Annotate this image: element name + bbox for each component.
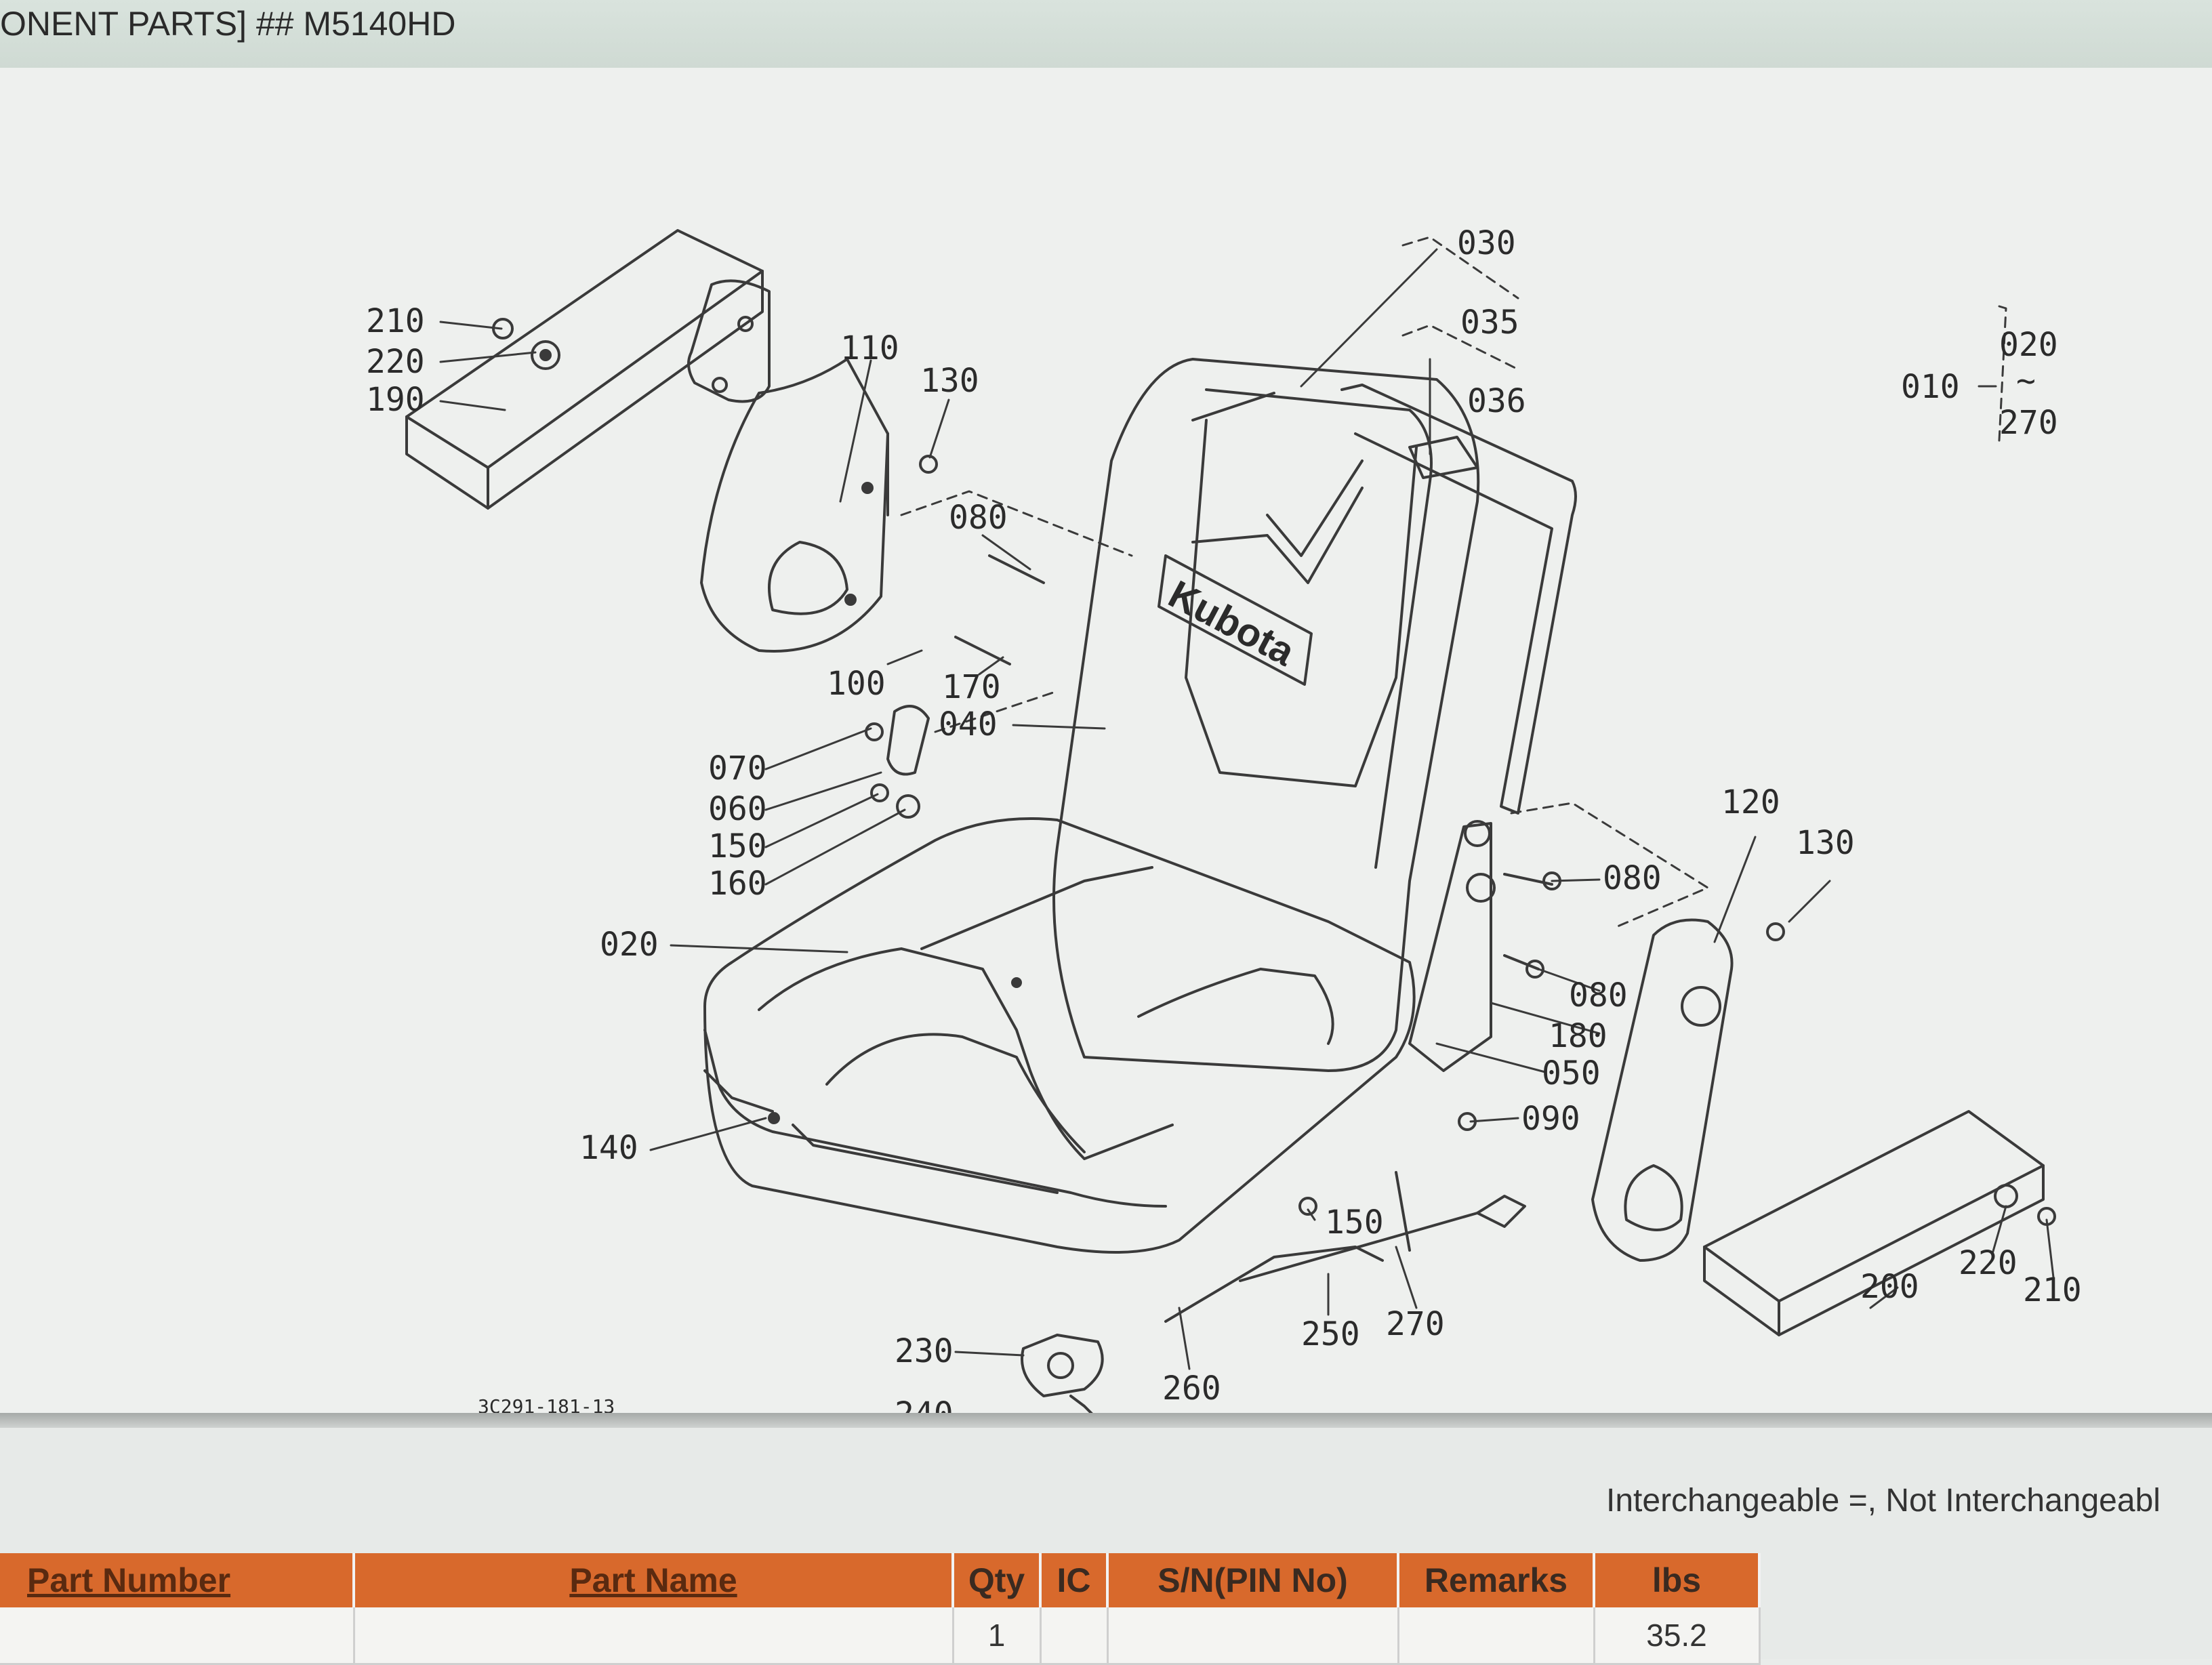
- left-side-bracket: [700, 358, 889, 653]
- fasteners: [492, 318, 2056, 1226]
- callout-260: 260: [1162, 1370, 1221, 1407]
- callout-080-right-bottom: 080: [1569, 977, 1628, 1014]
- callout-150-left: 150: [708, 827, 767, 865]
- cell-part-number[interactable]: [0, 1607, 355, 1665]
- parts-table: Part Number Part Name Qty IC S/N(PIN No)…: [0, 1553, 1761, 1665]
- panel-divider[interactable]: [0, 1413, 2212, 1428]
- cell-qty: 1: [953, 1607, 1042, 1665]
- seat-back-frame: [1340, 384, 1577, 815]
- callout-labels: 210 220 190 110 130 080 100 170 040 070 …: [366, 224, 2082, 1413]
- cell-part-name: [354, 1607, 954, 1665]
- cell-lbs: 35.2: [1594, 1607, 1761, 1665]
- column-header-sn: S/N(PIN No): [1107, 1553, 1399, 1607]
- callout-250: 250: [1301, 1315, 1360, 1353]
- callout-220: 220: [366, 343, 425, 381]
- callout-080-left: 080: [949, 499, 1008, 537]
- seat-exploded-diagram: Kubota: [366, 224, 2082, 1413]
- callout-090: 090: [1521, 1100, 1580, 1138]
- cell-sn: [1107, 1607, 1399, 1665]
- callout-100: 100: [827, 665, 886, 703]
- interchangeability-legend: Interchangeable =, Not Interchangeabl: [1606, 1483, 2160, 1519]
- callout-050: 050: [1542, 1054, 1601, 1092]
- callout-036: 036: [1467, 382, 1526, 420]
- column-header-part-name[interactable]: Part Name: [354, 1553, 954, 1607]
- callout-070: 070: [708, 749, 767, 787]
- table-header-row: Part Number Part Name Qty IC S/N(PIN No)…: [0, 1553, 1761, 1607]
- right-armrest-pad: [1703, 1110, 2045, 1336]
- callout-230: 230: [895, 1332, 954, 1370]
- callout-240: 240: [895, 1395, 954, 1413]
- right-side-bracket: [1591, 918, 1734, 1262]
- callout-270: 270: [1386, 1305, 1445, 1343]
- callout-160: 160: [708, 865, 767, 903]
- adjuster-rod: [1164, 1171, 1526, 1323]
- window-titlebar: ONENT PARTS] ## M5140HD: [0, 0, 2212, 68]
- callout-020-range: 020: [1999, 326, 2058, 364]
- column-header-lbs: lbs: [1594, 1553, 1761, 1607]
- kubota-emblem: Kubota: [1158, 554, 1313, 686]
- callout-190: 190: [366, 381, 425, 419]
- callout-210: 210: [366, 302, 425, 340]
- mount-bracket: [1021, 1334, 1104, 1413]
- callout-130-right: 130: [1796, 824, 1855, 862]
- callout-010: 010: [1901, 368, 1960, 406]
- callout-020: 020: [600, 926, 659, 964]
- seat-backrest: [1052, 358, 1480, 1072]
- cell-remarks: [1398, 1607, 1595, 1665]
- callout-270-range: 270: [1999, 404, 2058, 442]
- callout-140: 140: [579, 1129, 638, 1167]
- column-header-qty: Qty: [953, 1553, 1042, 1607]
- column-header-remarks: Remarks: [1398, 1553, 1595, 1607]
- kubota-logo-text: Kubota: [1162, 572, 1303, 675]
- seat-cushion: [703, 817, 1416, 1254]
- callout-080-right-top: 080: [1603, 859, 1662, 897]
- parts-diagram-panel: Kubota: [0, 68, 2212, 1413]
- callout-200: 200: [1860, 1268, 1919, 1306]
- right-adjuster-plate: [1408, 820, 1496, 1072]
- callout-130-left: 130: [920, 362, 979, 400]
- column-header-part-number[interactable]: Part Number: [0, 1553, 355, 1607]
- callout-range-tilde: ~: [2016, 362, 2036, 400]
- callout-210-right: 210: [2023, 1271, 2082, 1309]
- callout-150-right: 150: [1325, 1204, 1384, 1241]
- drawing-number: 3C291-181-13: [478, 1395, 615, 1413]
- callout-120: 120: [1721, 783, 1780, 821]
- left-armrest-plate: [687, 279, 771, 403]
- callout-040: 040: [939, 705, 998, 743]
- page-title: ONENT PARTS] ## M5140HD: [0, 5, 456, 43]
- table-row[interactable]: 1 35.2: [0, 1607, 1761, 1665]
- callout-220-right: 220: [1959, 1244, 2018, 1282]
- callout-170: 170: [942, 668, 1001, 706]
- callout-060: 060: [708, 790, 767, 828]
- callout-035: 035: [1460, 304, 1519, 342]
- callout-110: 110: [840, 329, 899, 367]
- column-header-ic: IC: [1040, 1553, 1109, 1607]
- dashed-brackets: [900, 236, 2007, 930]
- parts-list-panel: Interchangeable =, Not Interchangeabl Pa…: [0, 1428, 2212, 1665]
- callout-180: 180: [1549, 1017, 1607, 1055]
- left-armrest-pad: [405, 229, 764, 510]
- cell-ic: [1040, 1607, 1109, 1665]
- leader-lines: [439, 248, 2055, 1370]
- callout-030: 030: [1457, 224, 1516, 262]
